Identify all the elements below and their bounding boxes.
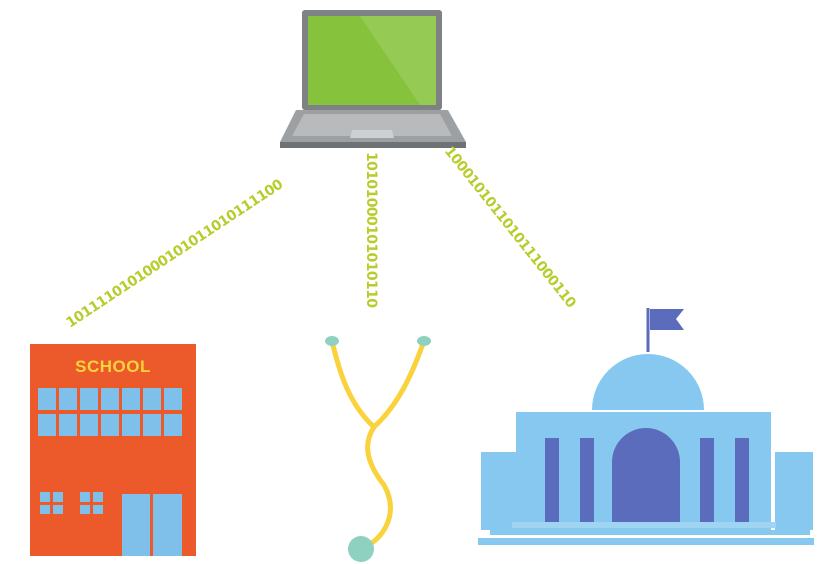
school-sign: SCHOOL (75, 357, 151, 376)
laptop-base-edge (280, 142, 466, 148)
school-window (122, 388, 140, 410)
school-window (101, 414, 119, 436)
building-column-1 (545, 438, 559, 522)
school-building-icon: SCHOOL (30, 344, 196, 556)
school-window (59, 388, 77, 410)
building-column-3 (700, 438, 714, 522)
building-column-2 (580, 438, 594, 522)
stethoscope-chestpiece (348, 536, 374, 562)
school-window (122, 414, 140, 436)
laptop-keyboard (292, 114, 452, 136)
building-step-3 (478, 538, 814, 545)
school-window (101, 388, 119, 410)
school-window (38, 414, 56, 436)
binary-stream-left: 1011110101000101011010111100 (63, 176, 286, 331)
school-window (164, 414, 182, 436)
building-wing-right (775, 452, 813, 530)
government-building-icon (478, 308, 814, 545)
school-door (122, 494, 182, 556)
flag-icon (650, 309, 684, 330)
stethoscope-earpiece-left (325, 336, 339, 346)
school-window (80, 388, 98, 410)
school-small-window-right (80, 492, 103, 514)
laptop-touchpad (350, 130, 394, 138)
building-dome (592, 354, 704, 410)
laptop-icon (280, 10, 466, 148)
binary-stream-right: 1000101011010111000110 (441, 144, 579, 312)
school-windows (38, 388, 182, 436)
building-column-4 (735, 438, 749, 522)
school-window (80, 414, 98, 436)
stethoscope-main-tube (361, 424, 393, 551)
building-step-1 (512, 522, 776, 528)
school-small-window-left (40, 492, 63, 514)
stethoscope-tubing (329, 338, 427, 431)
stethoscope-earpiece-right (417, 336, 431, 346)
binary-stream-center: 10101000101010110 (363, 152, 379, 308)
school-window (143, 388, 161, 410)
building-wing-left (481, 452, 521, 530)
building-entrance (612, 428, 680, 522)
stethoscope-icon (325, 336, 431, 562)
school-window (59, 414, 77, 436)
building-step-2 (490, 530, 810, 535)
school-window (143, 414, 161, 436)
laptop-screen-glare (360, 16, 436, 105)
school-window (164, 388, 182, 410)
school-window (38, 388, 56, 410)
